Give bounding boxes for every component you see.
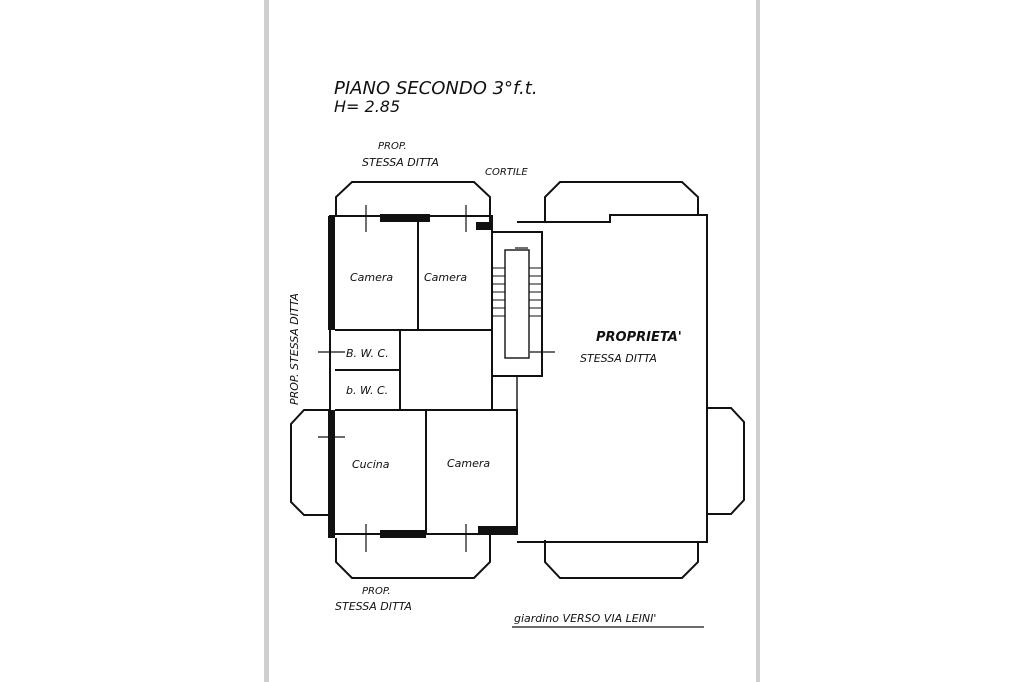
left-page-edge (264, 0, 269, 682)
landing (491, 375, 518, 411)
drawing-sheet (269, 0, 756, 682)
room-bwc-2: b. W. C. (346, 384, 388, 397)
title-line-1: PIANO SECONDO 3°f.t. (334, 78, 538, 99)
top-prop-label: PROP. (378, 141, 407, 152)
bottom-prop-label: PROP. (362, 586, 391, 597)
room-camera-3: Camera (447, 457, 490, 470)
balcony-top-left (335, 181, 491, 222)
room-camera-2: Camera (424, 271, 467, 284)
left-gutter (0, 0, 264, 682)
balcony-right (707, 407, 745, 515)
room-bwc-1: B. W. C. (346, 347, 389, 360)
giardino-label: giardino VERSO VIA LEINI' (514, 612, 656, 625)
balcony-left (290, 409, 330, 516)
right-page-edge (756, 0, 761, 682)
left-side-label: PROP. STESSA DITTA (288, 293, 301, 405)
room-camera-1: Camera (350, 271, 393, 284)
cortile-label: CORTILE (485, 167, 528, 178)
right-gutter (760, 0, 1024, 682)
stair-treads (492, 267, 542, 317)
proprieta-label: PROPRIETA' (596, 330, 682, 345)
opening-marks (318, 205, 555, 552)
apartment-outline (329, 215, 518, 535)
title-line-2: H= 2.85 (334, 97, 400, 116)
proprieta-block (517, 214, 708, 543)
proprieta-sub-label: STESSA DITTA (580, 352, 657, 365)
balcony-bottom-left (335, 534, 491, 579)
stair-core (491, 231, 543, 377)
balcony-bottom-right (544, 540, 699, 579)
bottom-stessa-ditta-label: STESSA DITTA (335, 600, 412, 613)
top-stessa-ditta-label: STESSA DITTA (362, 156, 439, 169)
balcony-top-right (544, 181, 699, 222)
stair-well (504, 249, 530, 359)
thick-walls (328, 214, 518, 538)
room-cucina: Cucina (352, 458, 390, 471)
